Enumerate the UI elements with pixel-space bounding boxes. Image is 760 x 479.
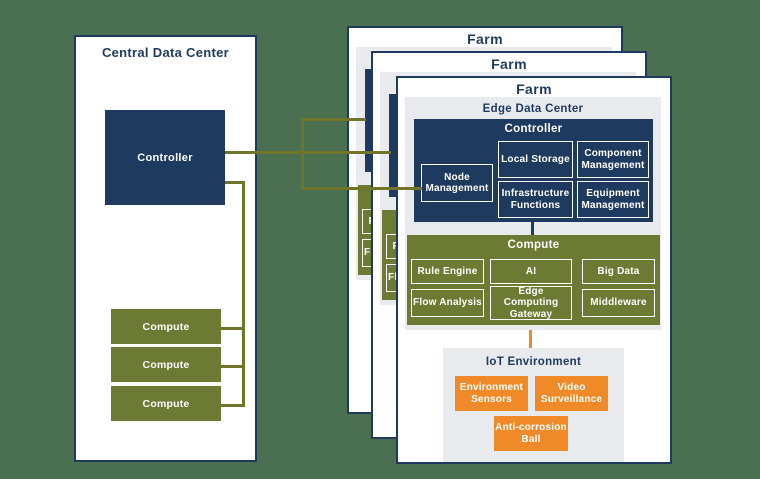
edge-data-center-title: Edge Data Center [482,103,584,115]
farm-title: Farm [516,81,552,97]
connector-compute-stub-3 [221,404,245,407]
farm-title: Farm [467,31,503,47]
central-compute-block-1: Compute [111,309,221,344]
central-data-center-title: Central Data Center [101,45,230,60]
connector-compute-stub-2 [221,365,245,368]
big-data-box: Big Data [582,259,655,284]
edge-data-center-panel: Edge Data Center Controller Node Managem… [405,97,661,330]
ai-box: AI [490,259,572,284]
central-data-center-box: Central Data Center Controller Compute C… [74,35,257,462]
local-storage-box: Local Storage [498,141,573,178]
middleware-box: Middleware [582,289,655,317]
edge-compute-box: Compute Rule Engine AI Big Data Flow Ana… [407,235,660,325]
edge-controller-box: Controller Node Management Local Storage… [414,119,653,222]
infrastructure-functions-box: Infrastructure Functions [498,181,573,218]
edge-controller-title: Controller [504,123,563,135]
farm-title: Farm [491,56,527,72]
controller-compute-connector [531,222,534,235]
central-controller-block: Controller [105,110,225,205]
equipment-management-box: Equipment Management [577,181,649,218]
rule-engine-box: Rule Engine [411,259,484,284]
environment-sensors-box: Environment Sensors [455,376,528,411]
node-management-box: Node Management [421,164,493,202]
connector-branch-farm-front [304,187,422,190]
connector-controller-to-compute-h [225,181,245,184]
video-surveillance-box: Video Surveillance [535,376,608,411]
flow-analysis-box: Flow Analysis [411,289,484,317]
anti-corrosion-ball-box: Anti-corrosion Ball [494,416,568,451]
compute-iot-connector [529,330,532,350]
connector-branch-farm-back [304,118,366,121]
connector-compute-stub-1 [221,327,245,330]
connector-controller-to-compute-v [242,181,245,407]
connector-farms-trunk-vertical [301,118,304,190]
farm-box-front: Farm Edge Data Center Controller Node Ma… [396,76,672,464]
iot-environment-panel: IoT Environment Environment Sensors Vide… [443,348,624,462]
edge-compute-title: Compute [507,239,560,251]
component-management-box: Component Management [577,141,649,178]
connector-controller-to-farms-trunk [225,151,302,154]
central-compute-block-3: Compute [111,386,221,421]
connector-branch-farm-middle [304,151,391,154]
edge-computing-gateway-box: Edge Computing Gateway [490,286,572,320]
central-compute-block-2: Compute [111,347,221,382]
iot-environment-title: IoT Environment [485,356,582,368]
